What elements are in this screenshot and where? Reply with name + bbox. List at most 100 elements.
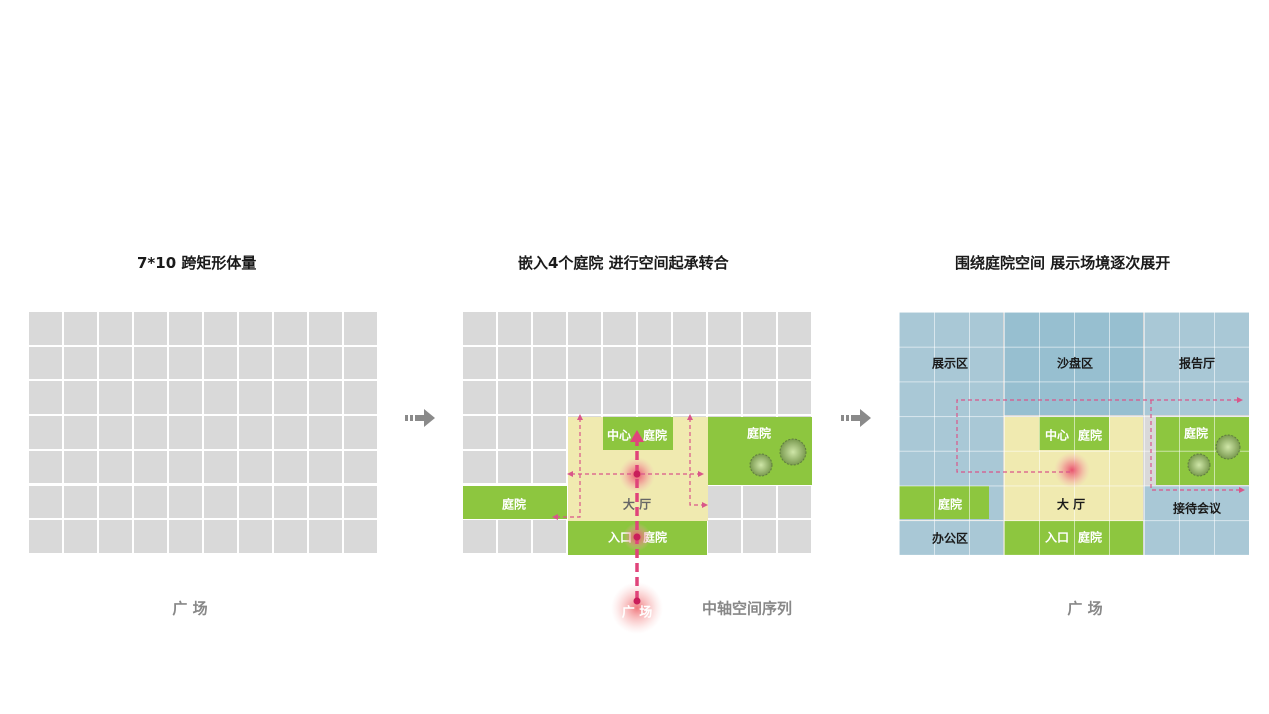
grid-cell bbox=[204, 485, 237, 519]
panel1-title: 7*10 跨矩形体量 bbox=[137, 254, 257, 272]
grid-cell bbox=[29, 416, 62, 449]
grid-cell bbox=[533, 450, 566, 484]
panel1-plaza-label: 广 场 bbox=[172, 599, 208, 618]
grid-cell bbox=[708, 346, 741, 380]
grid-cell bbox=[638, 312, 671, 345]
panel3-courtyard-center-label: 庭院 bbox=[1077, 428, 1103, 443]
grid-cell bbox=[743, 520, 776, 553]
grid-cell bbox=[204, 346, 237, 380]
grid-cell bbox=[134, 520, 167, 553]
grid-cell bbox=[309, 520, 342, 553]
grid-cell bbox=[344, 312, 377, 345]
panel3-hall-label: 大 厅 bbox=[1056, 497, 1086, 512]
grid-cell bbox=[169, 485, 202, 519]
grid-cell bbox=[64, 485, 97, 519]
grid-cell bbox=[134, 312, 167, 345]
panel3-courtyard-left-label: 庭院 bbox=[937, 497, 963, 512]
grid-cell bbox=[463, 312, 496, 345]
grid-cell bbox=[134, 381, 167, 415]
grid-cell bbox=[239, 416, 272, 449]
grid-cell bbox=[743, 346, 776, 380]
grid-cell bbox=[708, 312, 741, 345]
grid-cell bbox=[568, 381, 601, 415]
grid-cell bbox=[64, 450, 97, 484]
grid-cell bbox=[134, 450, 167, 484]
grid-cell bbox=[603, 312, 636, 345]
grid-cell bbox=[344, 520, 377, 553]
grid-cell bbox=[99, 416, 132, 449]
grid-cell bbox=[778, 485, 811, 519]
panel2-courtyard-entrance-label: 庭院 bbox=[642, 530, 668, 545]
grid-cell bbox=[498, 520, 531, 553]
right-arrow-icon bbox=[405, 409, 435, 427]
grid-cell bbox=[99, 485, 132, 519]
grid-cell bbox=[29, 485, 62, 519]
grid-cell bbox=[603, 346, 636, 380]
panel3-courtyard-right-label: 庭院 bbox=[1183, 426, 1209, 441]
grid-cell bbox=[344, 346, 377, 380]
grid-cell bbox=[309, 450, 342, 484]
panel3-exhibit-label: 展示区 bbox=[931, 356, 969, 371]
panel1-grid bbox=[29, 312, 379, 555]
grid-cell bbox=[463, 416, 496, 449]
grid-cell bbox=[99, 312, 132, 345]
grid-cell bbox=[239, 520, 272, 553]
grid-cell bbox=[708, 381, 741, 415]
grid-cell bbox=[204, 381, 237, 415]
panel3-office-label: 办公区 bbox=[931, 531, 969, 546]
grid-cell bbox=[134, 416, 167, 449]
grid-cell bbox=[673, 346, 706, 380]
panel3-plaza-label: 广 场 bbox=[1067, 599, 1103, 618]
grid-cell bbox=[64, 346, 97, 380]
grid-cell bbox=[498, 416, 531, 449]
grid-cell bbox=[64, 416, 97, 449]
grid-cell bbox=[309, 416, 342, 449]
panel2-courtyard-left-label: 庭院 bbox=[501, 497, 527, 512]
grid-cell bbox=[743, 312, 776, 345]
grid-cell bbox=[29, 346, 62, 380]
panel2-hall-label: 大 厅 bbox=[622, 497, 652, 512]
panel3-entrance-label: 入口 bbox=[1044, 530, 1070, 545]
courtyard-entrance bbox=[568, 521, 707, 555]
panel2-entrance-label: 入口 bbox=[607, 530, 633, 545]
grid-cell bbox=[638, 346, 671, 380]
grid-cell bbox=[64, 312, 97, 345]
grid-cell bbox=[99, 450, 132, 484]
grid-cell bbox=[169, 346, 202, 380]
grid-cell bbox=[309, 346, 342, 380]
panel3-center-label: 中心 bbox=[1044, 428, 1070, 443]
grid-cell bbox=[603, 381, 636, 415]
grid-cell bbox=[239, 450, 272, 484]
courtyard-entrance bbox=[1004, 521, 1143, 555]
grid-cell bbox=[344, 381, 377, 415]
panel3-report-label: 报告厅 bbox=[1178, 356, 1216, 371]
grid-cell bbox=[169, 381, 202, 415]
grid-cell bbox=[463, 381, 496, 415]
grid-cell bbox=[743, 381, 776, 415]
grid-cell bbox=[99, 346, 132, 380]
grid-cell bbox=[309, 381, 342, 415]
panel3-reception-label: 接待会议 bbox=[1172, 501, 1222, 516]
grid-cell bbox=[274, 520, 307, 553]
grid-cell bbox=[498, 381, 531, 415]
panel2-center-label: 中心 bbox=[606, 428, 632, 443]
grid-cell bbox=[99, 381, 132, 415]
grid-cell bbox=[568, 312, 601, 345]
grid-cell bbox=[274, 312, 307, 345]
grid-cell bbox=[463, 520, 496, 553]
grid-cell bbox=[533, 312, 566, 345]
grid-cell bbox=[778, 520, 811, 553]
grid-cell bbox=[673, 312, 706, 345]
grid-cell bbox=[778, 381, 811, 415]
grid-cell bbox=[29, 520, 62, 553]
grid-cell bbox=[204, 450, 237, 484]
reception-zone bbox=[1144, 486, 1249, 555]
grid-cell bbox=[204, 416, 237, 449]
grid-cell bbox=[64, 381, 97, 415]
grid-cell bbox=[568, 346, 601, 380]
grid-cell bbox=[274, 346, 307, 380]
grid-cell bbox=[204, 520, 237, 553]
grid-cell bbox=[134, 485, 167, 519]
grid-cell bbox=[638, 381, 671, 415]
grid-cell bbox=[239, 381, 272, 415]
